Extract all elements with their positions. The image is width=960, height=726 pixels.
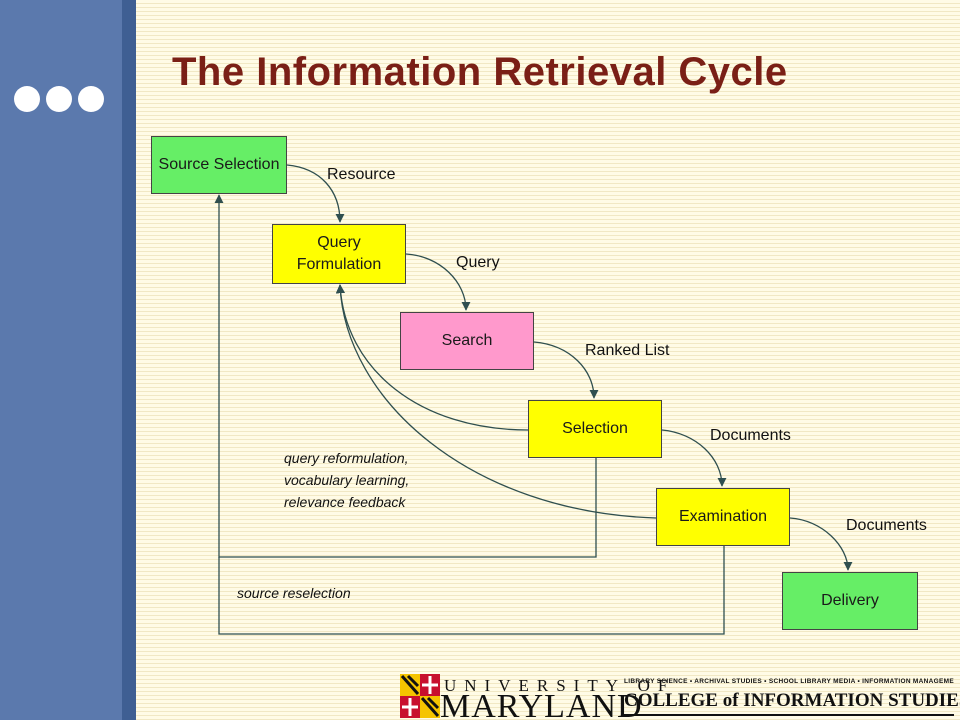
stage-source-selection: Source Selection [151,136,287,194]
stage-examination: Examination [656,488,790,546]
arrow-resource [286,164,345,223]
logo-underline [624,714,954,716]
stage-delivery: Delivery [782,572,918,630]
stage-search: Search [400,312,534,370]
note-source-reselection: source reselection [237,585,351,601]
arrow-reselection-outer [218,546,725,635]
arrow-feedback-examination [335,284,657,519]
label-query: Query [456,254,500,271]
note-feedback-line2: vocabulary learning, [284,472,410,488]
stage-selection: Selection [528,400,662,458]
sidebar-bar [0,0,122,720]
logo-departments: LIBRARY SCIENCE • ARCHIVAL STUDIES • SCH… [624,678,954,685]
arrow-query [405,253,471,311]
note-feedback-line1: query reformulation, [284,450,409,466]
arrow-feedback-selection [335,284,529,431]
bullet-dot-1 [14,86,40,112]
maryland-flag-icon [400,674,440,718]
arrow-documents-2 [789,517,853,571]
logo-college: COLLEGE of INFORMATION STUDIES [624,690,960,711]
slide-title: The Information Retrieval Cycle [172,50,788,94]
note-feedback-line3: relevance feedback [284,494,406,510]
university-logo: UNIVERSITY OF MARYLAND LIBRARY SCIENCE •… [398,672,960,725]
arrow-ranked-list [533,341,599,399]
label-documents-1: Documents [710,427,791,444]
arrow-documents-1 [661,429,727,487]
stage-query-formulation: Query Formulation [272,224,406,284]
note-feedback: query reformulation, vocabulary learning… [284,447,409,513]
arrow-reselection-inner [214,194,597,558]
bullet-dot-3 [78,86,104,112]
label-documents-2: Documents [846,517,927,534]
label-ranked-list: Ranked List [585,342,670,359]
bullet-dot-2 [46,86,72,112]
logo-maryland: MARYLAND [440,688,643,725]
sidebar-edge [122,0,136,720]
logo-university-of: UNIVERSITY OF [444,676,676,695]
label-resource: Resource [327,166,396,183]
